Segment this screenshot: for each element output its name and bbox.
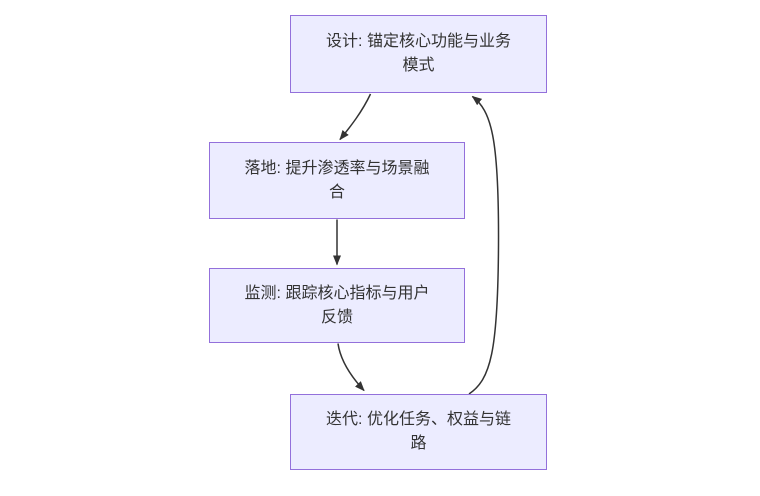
edge-monitor-to-iterate bbox=[337, 343, 365, 392]
edge-design-to-landing bbox=[339, 93, 372, 141]
node-monitor: 监测: 跟踪核心指标与用户 反馈 bbox=[209, 268, 465, 343]
node-landing: 落地: 提升渗透率与场景融 合 bbox=[209, 142, 465, 219]
node-design: 设计: 锚定核心功能与业务 模式 bbox=[290, 15, 547, 93]
node-iterate: 迭代: 优化任务、权益与链 路 bbox=[290, 394, 547, 470]
edge-iterate-to-design bbox=[468, 95, 500, 395]
